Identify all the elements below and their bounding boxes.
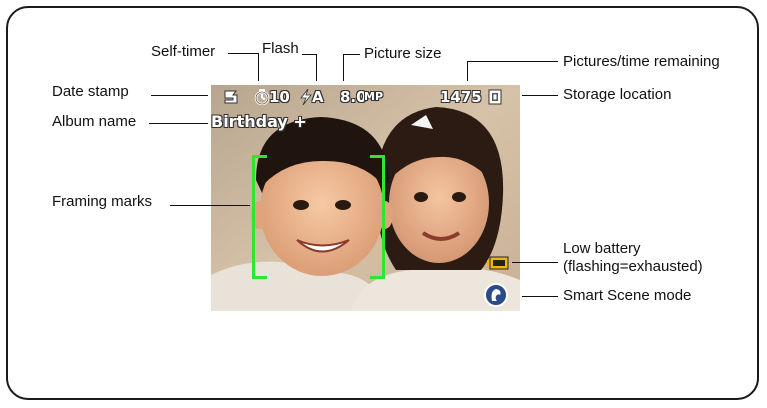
date-stamp-icon [224,90,238,104]
smart-scene-leader [522,296,558,297]
self-timer-leader-drop [258,53,259,81]
date-stamp-leader [151,95,208,96]
picture-size-label: Picture size [364,45,442,62]
storage-location-label: Storage location [563,86,672,103]
self-timer-leader [228,53,258,54]
low-battery-leader [512,262,558,263]
pictures-remaining-value: 1475 [440,88,482,106]
picture-size-unit: MP [364,90,384,103]
framing-marks-label: Framing marks [52,193,153,210]
self-timer-icon [254,89,270,105]
low-battery-note: (flashing=exhausted) [563,258,703,275]
picture-size-leader-drop [343,54,344,81]
pictures-remaining-leader [467,61,558,62]
storage-location-leader [522,95,558,96]
flash-icon [300,89,312,105]
flash-leader-drop [316,54,317,81]
album-name-text: Birthday + [211,112,307,131]
storage-location-icon [488,89,502,105]
low-battery-icon [487,256,509,270]
pictures-remaining-label: Pictures/time remaining [563,53,720,70]
album-name-label: Album name [52,113,137,130]
camera-screen: 10 A 8.0 MP 1475 Birthday + [211,85,520,311]
flash-label: Flash [262,40,299,57]
framing-mark-right-bar [382,155,385,276]
photo-background [211,85,520,311]
framing-mark-bottom-left [252,264,267,279]
framing-mark-bottom-right [370,264,385,279]
picture-size-value: 8.0 [340,88,367,106]
date-stamp-label: Date stamp [52,83,129,100]
figure-frame [6,6,759,400]
flash-mode-value: A [312,88,324,106]
album-name-leader [149,123,208,124]
self-timer-label: Self-timer [151,43,216,60]
self-timer-value: 10 [269,88,290,106]
smart-scene-icon [484,283,508,307]
picture-size-leader [343,54,360,55]
framing-marks-leader [170,205,250,206]
smart-scene-label: Smart Scene mode [563,287,692,304]
pictures-remaining-leader-drop [467,61,468,81]
flash-leader [302,54,316,55]
framing-mark-left-bar [252,155,255,276]
low-battery-label: Low battery [563,240,641,257]
